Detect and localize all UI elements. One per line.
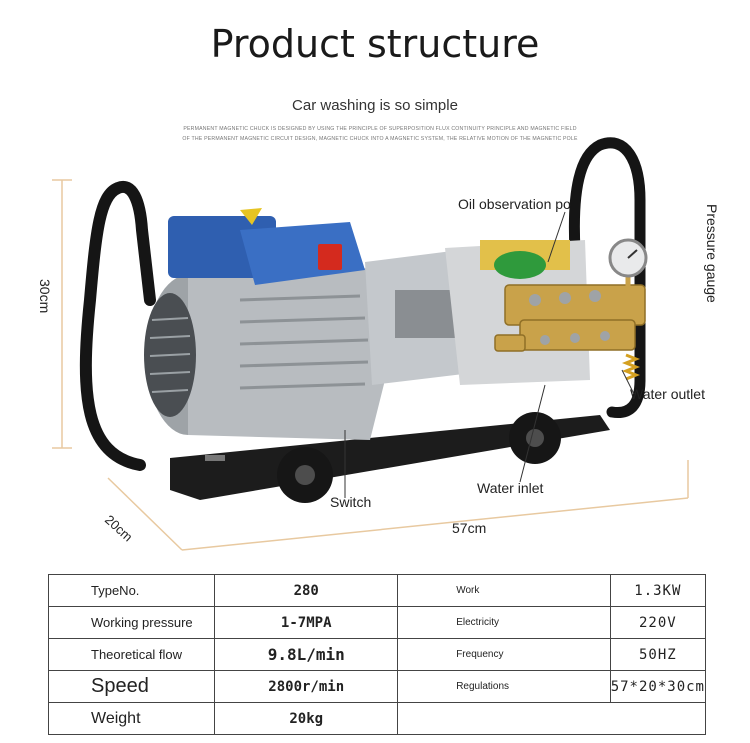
callout-water-inlet: Water inlet [477,480,544,496]
callout-pressure-gauge: Pressure gauge [704,204,720,303]
spec-value: 220V [609,606,707,639]
spec-value: 2800r/min [214,670,399,703]
spec-label: Frequency [397,638,611,671]
spec-value: 50HZ [609,638,707,671]
spec-label: Speed [47,670,216,703]
table-row: Weight 20kg [47,702,706,735]
callout-oil-observation: Oil observation po [458,196,571,212]
spec-table: TypeNo. 280 Work 1.3KW Working pressure … [47,574,707,735]
spec-label: Regulations [397,670,611,703]
spec-label: TypeNo. [47,574,216,607]
page-title: Product structure [210,22,540,66]
spec-label: Working pressure [47,606,216,639]
dimension-length: 57cm [452,520,487,536]
callout-switch: Switch [330,494,372,510]
table-row: TypeNo. 280 Work 1.3KW [47,574,707,607]
pressure-washer-illustration [52,137,689,551]
callout-water-outlet: Water outlet [630,386,705,402]
spec-value: 1-7MPA [214,606,399,639]
spec-label: Theoretical flow [47,638,216,671]
spec-label: Electricity [397,606,611,639]
page-subtitle: Car washing is so simple [292,97,458,114]
spec-empty-cell [397,702,706,735]
table-row: Working pressure 1-7MPA Electricity 220V [47,606,707,639]
switch-button [318,244,342,270]
spec-value: 1.3KW [609,574,707,607]
table-row: Theoretical flow 9.8L/min Frequency 50HZ [47,638,707,671]
table-row: Speed 2800r/min Regulations 57*20*30cm [47,670,707,703]
spec-value: 9.8L/min [214,638,399,671]
spec-value: 57*20*30cm [609,670,707,703]
fine-print-line-1: PERMANENT MAGNETIC CHUCK IS DESIGNED BY … [183,126,577,132]
spec-value: 20kg [214,702,399,735]
spec-value: 280 [214,574,399,607]
spec-label: Weight [47,702,216,735]
dimension-height: 30cm [37,279,53,314]
spec-label: Work [397,574,611,607]
dimension-lines [52,179,689,551]
fine-print-line-2: OF THE PERMANENT MAGNETIC CIRCUIT DESIGN… [182,136,578,142]
